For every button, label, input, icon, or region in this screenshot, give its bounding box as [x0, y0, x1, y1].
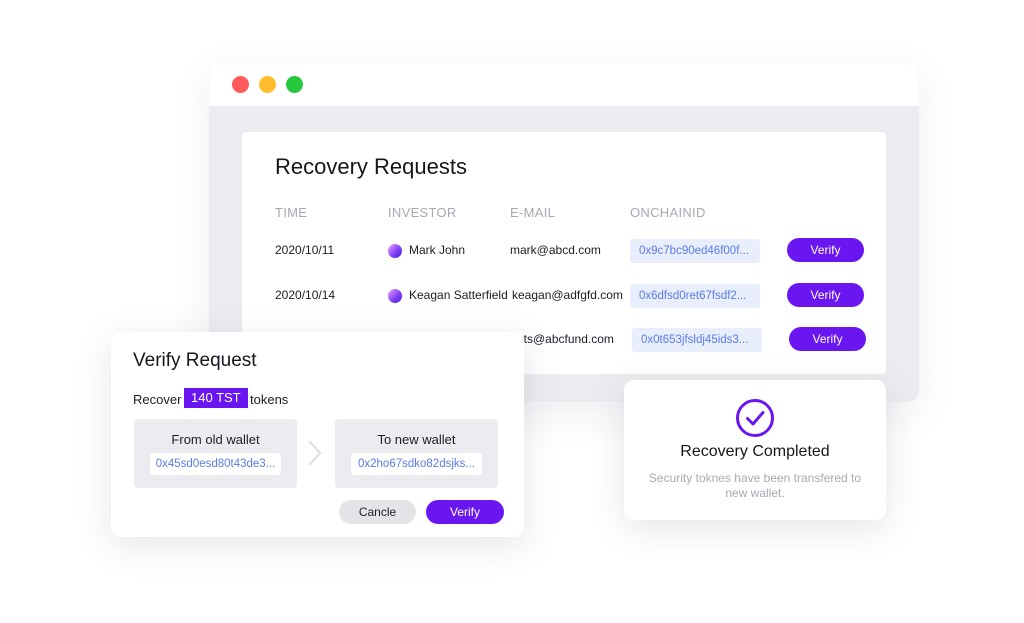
- row-time: 2020/10/14: [275, 288, 336, 302]
- row-email: rsets@abcfund.com: [507, 332, 614, 346]
- new-wallet-box: To new wallet 0x2ho67sdko82dsjks...: [335, 419, 498, 488]
- close-window-icon[interactable]: [232, 76, 249, 93]
- onchainid-chip[interactable]: 0x6dfsd0ret67fsdf2...: [630, 284, 760, 308]
- app-window: Recovery Requests TIME INVESTOR E-MAIL O…: [209, 64, 919, 402]
- token-amount-badge: 140 TST: [184, 388, 248, 408]
- column-header-investor: INVESTOR: [388, 205, 457, 220]
- row-investor: Mark John: [409, 243, 466, 257]
- cancel-button[interactable]: Cancle: [339, 500, 416, 524]
- verify-request-card: Verify Request Recover 140 TST tokens Fr…: [111, 332, 524, 537]
- recovery-completed-card: Recovery Completed Security toknes have …: [624, 380, 886, 520]
- new-wallet-address[interactable]: 0x2ho67sdko82dsjks...: [351, 453, 482, 475]
- recover-label: Recover: [133, 392, 182, 407]
- table-row: rsets@abcfund.com 0x0t653jfsldj45ids3...…: [242, 320, 886, 360]
- chevron-right-icon: [308, 440, 322, 466]
- recovery-completed-title: Recovery Completed: [680, 443, 830, 460]
- old-wallet-label: From old wallet: [171, 432, 260, 447]
- investor-avatar-icon: [388, 289, 402, 303]
- minimize-window-icon[interactable]: [259, 76, 276, 93]
- verify-request-title: Verify Request: [133, 350, 257, 371]
- onchainid-chip[interactable]: 0x9c7bc90ed46f00f...: [630, 239, 760, 263]
- investor-avatar-icon: [388, 244, 402, 258]
- column-header-email: E-MAIL: [510, 205, 556, 220]
- old-wallet-address[interactable]: 0x45sd0esd80t43de3...: [150, 453, 281, 475]
- row-time: 2020/10/11: [275, 243, 335, 257]
- verify-button[interactable]: Verify: [787, 238, 864, 262]
- onchainid-chip[interactable]: 0x0t653jfsldj45ids3...: [632, 328, 762, 352]
- verify-button[interactable]: Verify: [787, 283, 864, 307]
- recovery-completed-message: Security toknes have been transfered to …: [648, 471, 862, 500]
- row-investor: Keagan Satterfield: [409, 288, 508, 302]
- old-wallet-box: From old wallet 0x45sd0esd80t43de3...: [134, 419, 297, 488]
- new-wallet-label: To new wallet: [377, 432, 456, 447]
- window-titlebar: [209, 64, 919, 106]
- table-row: 2020/10/11 Mark John mark@abcd.com 0x9c7…: [242, 231, 886, 271]
- row-email: mark@abcd.com: [510, 243, 601, 257]
- column-header-onchainid: ONCHAINID: [630, 205, 706, 220]
- confirm-verify-button[interactable]: Verify: [426, 500, 504, 524]
- page-title: Recovery Requests: [275, 154, 467, 179]
- row-email: keagan@adfgfd.com: [512, 288, 623, 302]
- maximize-window-icon[interactable]: [286, 76, 303, 93]
- table-row: 2020/10/14 Keagan Satterfield keagan@adf…: [242, 276, 886, 316]
- tokens-label: tokens: [250, 392, 289, 407]
- verify-button[interactable]: Verify: [789, 327, 866, 351]
- column-header-time: TIME: [275, 205, 308, 220]
- check-circle-icon: [736, 399, 774, 437]
